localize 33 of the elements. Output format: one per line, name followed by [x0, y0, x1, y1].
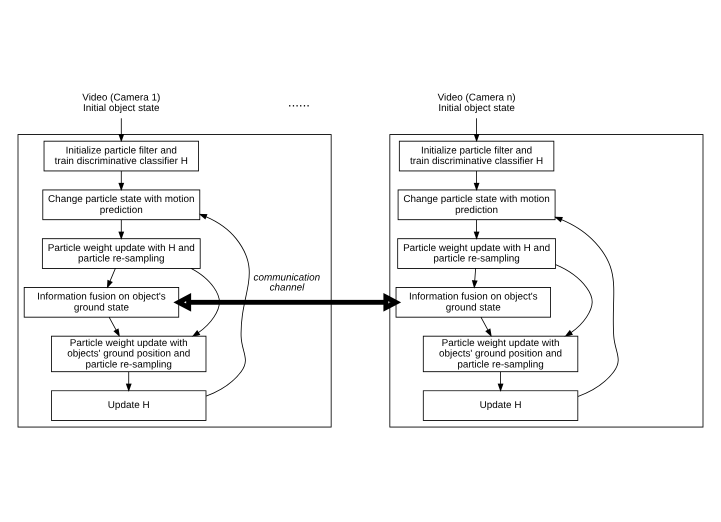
node-box: Initialize particle filter and train discriminative classifier H [398, 140, 554, 172]
node-box: Particle weight update with H and particle re-sampling [397, 238, 556, 269]
node-box: Particle weight update with objects' ground position and particle re-sampling [422, 336, 578, 372]
node-box: Particle weight update with objects' ground position and particle re-sampling [51, 336, 206, 372]
arrow [474, 219, 480, 240]
arrow [118, 118, 124, 142]
node-text: Video (Camera 1) Initial object state [82, 92, 160, 114]
arrow [474, 170, 480, 192]
arrow [554, 216, 619, 397]
arrow [126, 372, 132, 392]
node-box: Update H [51, 390, 206, 421]
arrow [118, 219, 124, 240]
arrow [108, 316, 120, 337]
arrow [480, 316, 492, 337]
node-box: Initialize particle filter and train discriminative classifier H [44, 140, 199, 172]
arrow [498, 372, 504, 392]
node-box: Update H [422, 390, 578, 421]
node-box: Information fusion on object's ground state [24, 287, 180, 318]
arrow [106, 268, 116, 289]
node-box: Change particle state with motion prediction [42, 190, 200, 220]
arrow [173, 293, 402, 312]
label: ...... [288, 94, 310, 110]
arrow [474, 118, 480, 142]
arrow [472, 268, 478, 289]
edge-label: communication channel [253, 272, 320, 294]
arrow [555, 264, 593, 337]
arrow [190, 268, 220, 337]
arrow [198, 214, 250, 397]
arrow [118, 170, 124, 192]
node-text: Video (Camera n) Initial object state [438, 92, 516, 114]
node-box: Particle weight update with H and particle re-sampling [42, 238, 201, 269]
node-box: Change particle state with motion prediction [398, 190, 556, 220]
node-box: Information fusion on object's ground state [396, 287, 551, 318]
